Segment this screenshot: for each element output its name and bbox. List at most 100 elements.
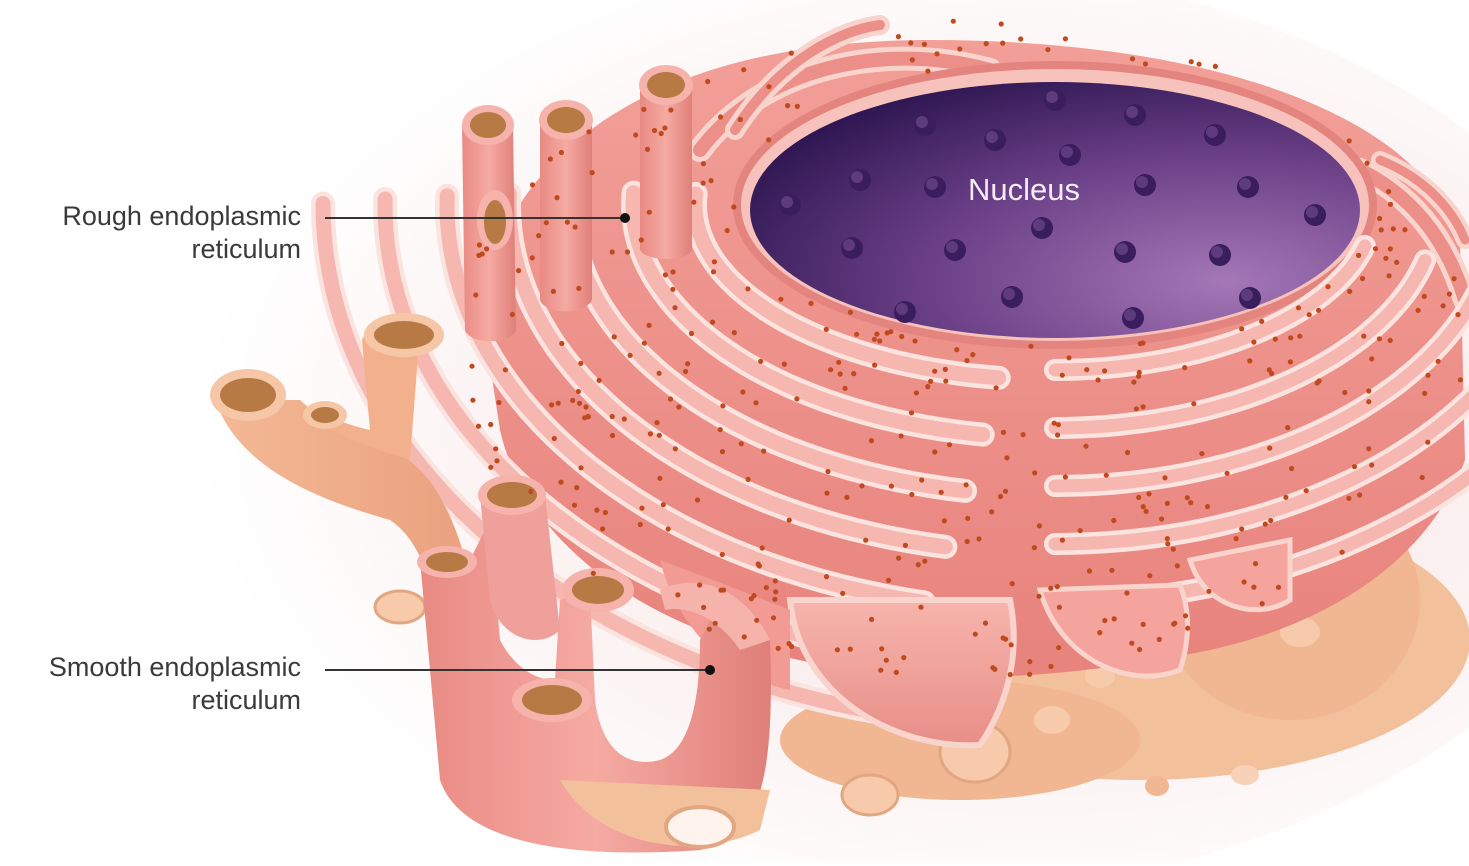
ribosome (1420, 475, 1425, 480)
ribosome (469, 364, 474, 369)
ribosome (859, 483, 864, 488)
ribosome (530, 182, 535, 187)
ribosome (1365, 161, 1370, 166)
ribosome (794, 396, 799, 401)
nuclear-pore (1031, 217, 1053, 239)
ribosome (1289, 466, 1294, 471)
ribosome (994, 385, 999, 390)
ribosome (942, 518, 947, 523)
ribosome (1078, 528, 1083, 533)
ribosome (741, 67, 746, 72)
ribosome (1136, 495, 1141, 500)
ribosome (1366, 399, 1371, 404)
ribosome (1369, 356, 1374, 361)
ribosome (1422, 294, 1427, 299)
ribosome (473, 292, 478, 297)
ribosome (1402, 227, 1407, 232)
ribosome (1147, 573, 1152, 578)
ribosome (976, 536, 981, 541)
ribosome (835, 647, 840, 652)
ribosome (1347, 289, 1352, 294)
ribosome (932, 449, 937, 454)
ribosome (1009, 642, 1014, 647)
ribosome (1146, 491, 1151, 496)
ribosome (844, 495, 849, 500)
ribosome (731, 204, 736, 209)
smooth-er-label-line1: Smooth endoplasmic (49, 651, 301, 684)
ribosome (528, 489, 533, 494)
ribosome (488, 422, 493, 427)
ribosome (672, 305, 677, 310)
ribosome (1247, 358, 1252, 363)
ribosome (1422, 391, 1427, 396)
ribosome (1048, 664, 1053, 669)
nuclear-pore (1209, 244, 1231, 266)
ribosome (1458, 377, 1463, 382)
ribosome (559, 150, 564, 155)
ribosome (1130, 56, 1135, 61)
ribosome (565, 220, 570, 225)
ribosome (1377, 336, 1382, 341)
ribosome (872, 363, 877, 368)
ribosome (843, 386, 848, 391)
ribosome (903, 543, 908, 548)
ribosome (957, 46, 962, 51)
ribosome (477, 242, 482, 247)
ribosome (1037, 523, 1042, 528)
ribosome (754, 618, 759, 623)
ribosome (638, 522, 643, 527)
ribosome (1134, 406, 1139, 411)
ribosome (1452, 276, 1457, 281)
nuclear-pore (1114, 241, 1136, 263)
ribosome (1357, 492, 1362, 497)
ribosome (1383, 256, 1388, 261)
nuclear-pore (1204, 124, 1226, 146)
ribosome (951, 19, 956, 24)
ribosome (964, 482, 969, 487)
ribosome (720, 552, 725, 557)
leader-dot (620, 213, 630, 223)
ribosome (1191, 401, 1196, 406)
ribosome (1032, 470, 1037, 475)
ribosome (695, 497, 700, 502)
ribosome (591, 571, 596, 576)
ribosome (710, 320, 715, 325)
ribosome (503, 367, 508, 372)
ribosome (639, 506, 644, 511)
ribosome (1360, 276, 1365, 281)
ribosome (594, 508, 599, 513)
ribosome (874, 332, 879, 337)
ribosome (1087, 568, 1092, 573)
ribosome (1102, 618, 1107, 623)
ribosome (494, 458, 499, 463)
ribosome (666, 526, 671, 531)
ribosome (1259, 319, 1264, 324)
ribosome (999, 21, 1004, 26)
ribosome (848, 647, 853, 652)
ribosome (647, 323, 652, 328)
ribosome (551, 289, 556, 294)
ribosome (1171, 547, 1176, 552)
nuclear-pore (1001, 286, 1023, 308)
ribosome (1296, 305, 1301, 310)
ribosome (1018, 36, 1023, 41)
ribosome (1165, 541, 1170, 546)
ribosome (965, 516, 970, 521)
ribosome (919, 477, 924, 482)
ribosome (1273, 337, 1278, 342)
ribosome (1388, 202, 1393, 207)
ribosome (576, 389, 581, 394)
ribosome (740, 389, 745, 394)
ribosome (922, 42, 927, 47)
ribosome (718, 427, 723, 432)
smooth-er-label: Smooth endoplasmic reticulum (49, 651, 301, 717)
ribosome (764, 585, 769, 590)
ribosome (889, 484, 894, 489)
ribosome (789, 51, 794, 56)
ribosome (1188, 500, 1193, 505)
ribosome (510, 312, 515, 317)
ribosome (642, 341, 647, 346)
ribosome (1137, 647, 1142, 652)
ribosome (1373, 246, 1378, 251)
ribosome (896, 34, 901, 39)
